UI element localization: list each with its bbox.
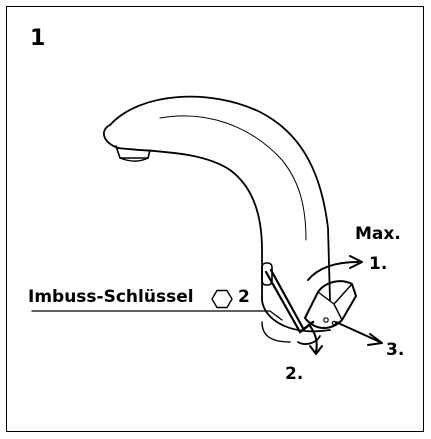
- max-label: Max.: [355, 224, 401, 244]
- faucet-spout: [103, 95, 331, 343]
- hex-key: [264, 268, 321, 345]
- hexagon-icon: [211, 289, 233, 309]
- hex-key-label: Imbuss-Schlüssel: [28, 287, 194, 307]
- hex-key-size-label: 2: [238, 287, 250, 307]
- figure-number: 1: [30, 26, 46, 51]
- lever-handle: [304, 280, 357, 329]
- step-2-label: 2.: [285, 364, 304, 384]
- arrow-step-2: [309, 325, 323, 355]
- arrow-step-3: [335, 321, 383, 346]
- key-leader-line: [31, 310, 283, 321]
- figure-frame: [6, 6, 424, 432]
- arrow-step-1: [307, 255, 363, 281]
- step-3-label: 3.: [386, 340, 405, 360]
- step-1-label: 1.: [369, 254, 388, 274]
